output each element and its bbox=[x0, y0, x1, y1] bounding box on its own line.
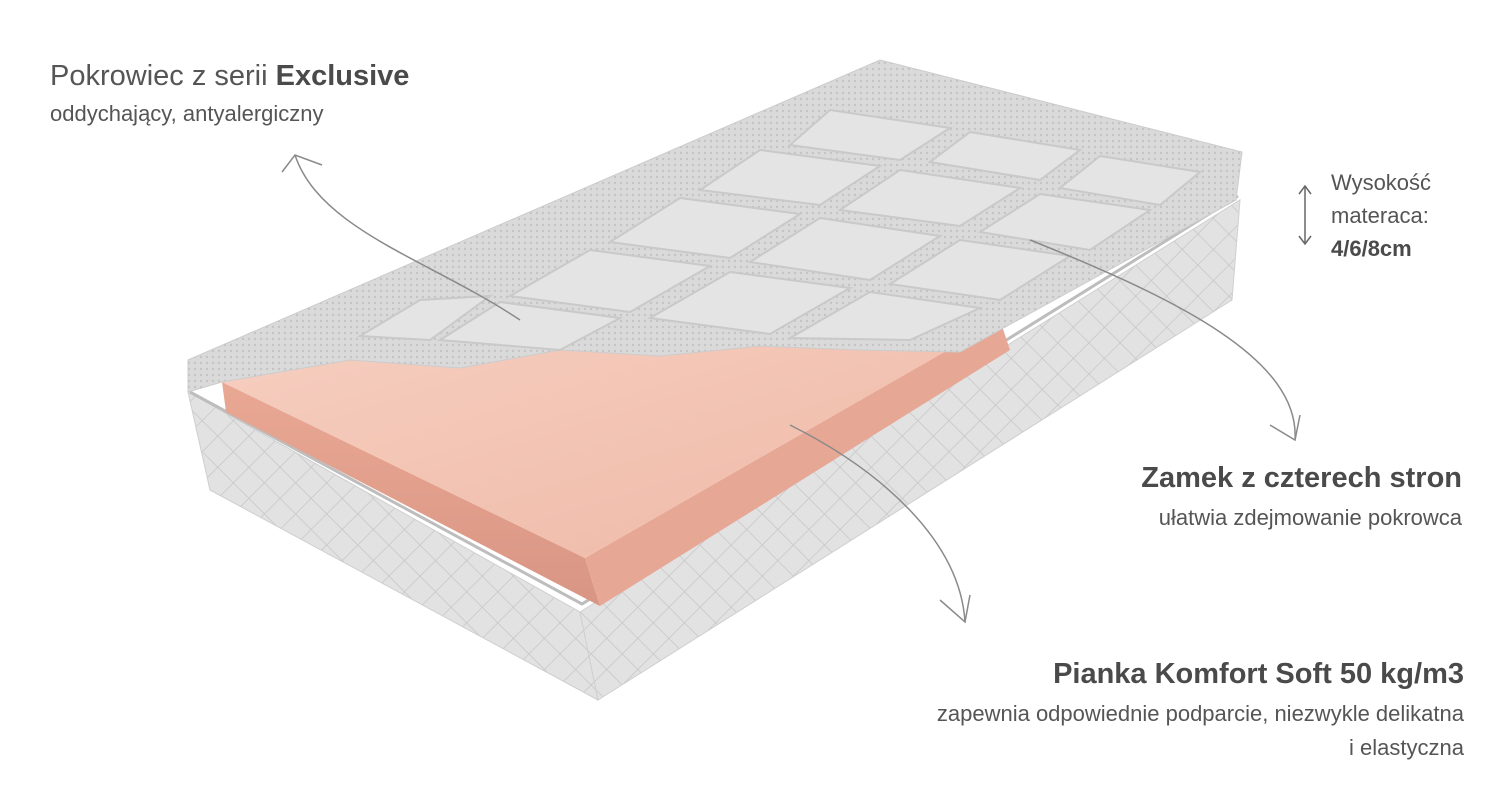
cover-title-bold: Exclusive bbox=[275, 60, 410, 92]
zipper-arrow bbox=[1029, 239, 1296, 441]
height-label: Wysokość materaca: 4/6/8cm bbox=[1331, 166, 1431, 265]
height-line2: materaca: bbox=[1331, 203, 1429, 228]
zipper-title: Zamek z czterech stron bbox=[1141, 462, 1462, 494]
foam-top bbox=[222, 320, 1000, 558]
cover-arrow bbox=[294, 154, 521, 321]
zipper-subtitle: ułatwia zdejmowanie pokrowca bbox=[1158, 505, 1462, 531]
zipper-label: Zamek z czterech stron ułatwia zdejmowan… bbox=[1141, 460, 1462, 532]
cover-quilt-panels bbox=[356, 108, 1203, 352]
cover-label: Pokrowiec z serii Exclusive oddychający,… bbox=[50, 58, 409, 128]
foam-side-edge bbox=[222, 382, 600, 606]
foam-subtitle-line1: zapewnia odpowiednie podparcie, niezwykl… bbox=[936, 701, 1464, 727]
foam-subtitle-line2: i elastyczna bbox=[1349, 734, 1464, 760]
height-value: 4/6/8cm bbox=[1331, 236, 1412, 261]
zipper-line bbox=[189, 194, 1239, 606]
annotation-arrows bbox=[281, 154, 1301, 624]
foam-right-edge bbox=[585, 320, 1010, 606]
foam-label: Pianka Komfort Soft 50 kg/m3 zapewnia od… bbox=[937, 656, 1464, 761]
foam-title: Pianka Komfort Soft 50 kg/m3 bbox=[1053, 658, 1464, 690]
cover-title-prefix: Pokrowiec z serii bbox=[50, 60, 268, 92]
mattress-right-side bbox=[579, 199, 1241, 701]
cover-subtitle: oddychający, antyalergiczny bbox=[50, 101, 324, 127]
foam-arrow bbox=[789, 424, 966, 623]
height-double-arrow bbox=[1298, 184, 1312, 246]
height-line1: Wysokość bbox=[1331, 170, 1432, 195]
